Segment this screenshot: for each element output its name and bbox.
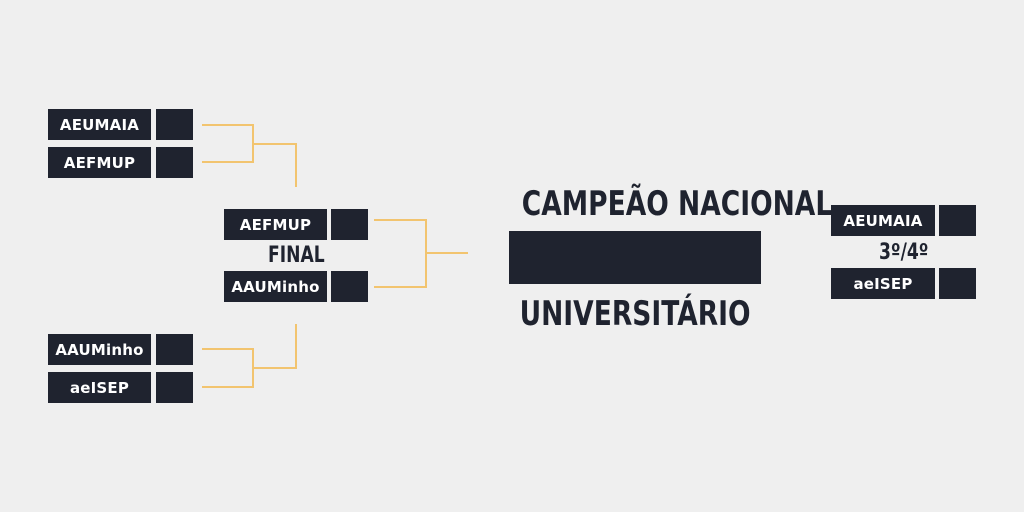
champion-title-line2: UNIVERSITÁRIO <box>519 294 751 334</box>
score-semifinal-bottom-1 <box>156 334 193 365</box>
team-name: AAUMinho <box>55 340 144 359</box>
team-semifinal-top-1: AEUMAIA <box>48 109 151 140</box>
score-final-1 <box>331 209 368 240</box>
team-name: aeISEP <box>69 378 130 397</box>
team-name: AEUMAIA <box>59 115 140 134</box>
connector-line <box>202 124 254 126</box>
score-semifinal-top-2 <box>156 147 193 178</box>
team-name: AEUMAIA <box>843 211 923 230</box>
connector-line <box>202 348 254 350</box>
connector-line <box>374 219 427 221</box>
team-name: AEFMUP <box>63 153 136 172</box>
connector-line <box>295 143 297 187</box>
champion-title-line1: CAMPEÃO NACIONAL <box>521 184 833 224</box>
score-final-2 <box>331 271 368 302</box>
connector-line <box>202 386 254 388</box>
team-third-place-2: aeISEP <box>831 268 935 299</box>
team-final-1: AEFMUP <box>224 209 327 240</box>
team-semifinal-top-2: AEFMUP <box>48 147 151 178</box>
connector-line <box>374 286 427 288</box>
team-semifinal-bottom-2: aeISEP <box>48 372 151 403</box>
score-third-place-1 <box>939 205 976 236</box>
third-place-label: 3º/4º <box>878 240 929 265</box>
champion-box <box>509 231 761 284</box>
connector-line <box>425 252 468 254</box>
team-third-place-1: AEUMAIA <box>831 205 935 236</box>
connector-line <box>252 367 297 369</box>
score-third-place-2 <box>939 268 976 299</box>
score-semifinal-bottom-2 <box>156 372 193 403</box>
connector-line <box>295 324 297 369</box>
team-name: AAUMinho <box>231 277 320 296</box>
team-name: aeISEP <box>853 274 913 293</box>
team-semifinal-bottom-1: AAUMinho <box>48 334 151 365</box>
connector-line <box>202 161 254 163</box>
team-final-2: AAUMinho <box>224 271 327 302</box>
final-label: FINAL <box>267 243 325 268</box>
score-semifinal-top-1 <box>156 109 193 140</box>
connector-line <box>252 143 297 145</box>
team-name: AEFMUP <box>239 215 312 234</box>
